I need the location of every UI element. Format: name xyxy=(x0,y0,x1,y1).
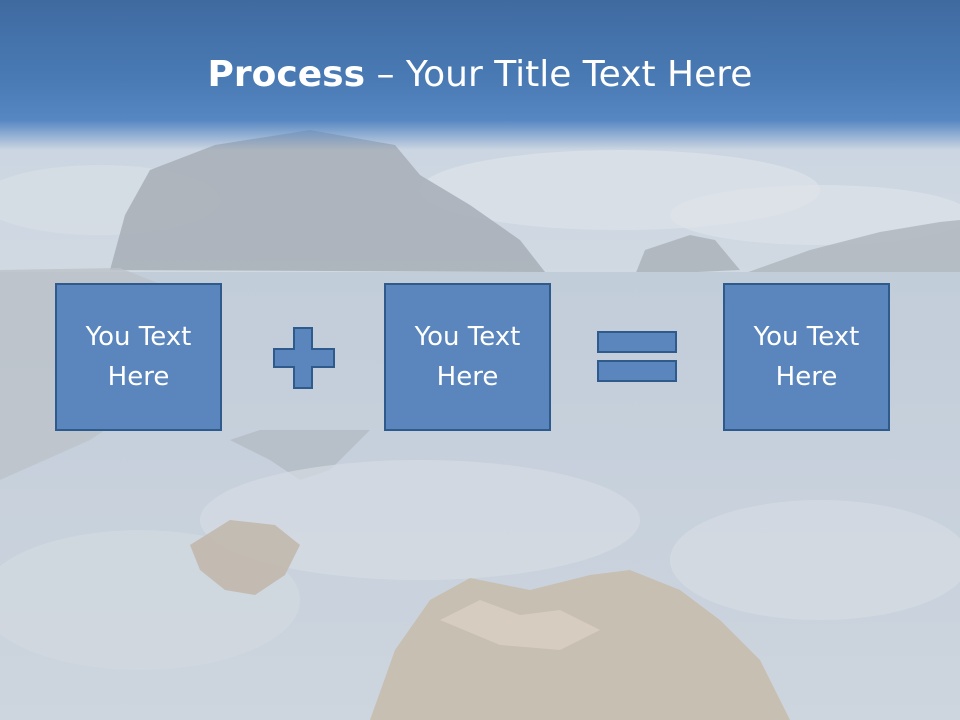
title-bold: Process xyxy=(207,54,366,95)
plus-icon xyxy=(273,327,335,389)
text-box-3[interactable]: You Text Here xyxy=(723,283,890,431)
text-box-3-label: You Text Here xyxy=(753,322,860,392)
title-bar xyxy=(0,0,960,150)
equals-icon xyxy=(597,331,677,382)
slide-title: Process – Your Title Text Here xyxy=(0,52,960,98)
title-rest: – Your Title Text Here xyxy=(365,54,753,95)
text-box-1-label: You Text Here xyxy=(85,322,192,392)
text-box-2[interactable]: You Text Here xyxy=(384,283,551,431)
text-box-2-label: You Text Here xyxy=(414,322,521,392)
text-box-1[interactable]: You Text Here xyxy=(55,283,222,431)
